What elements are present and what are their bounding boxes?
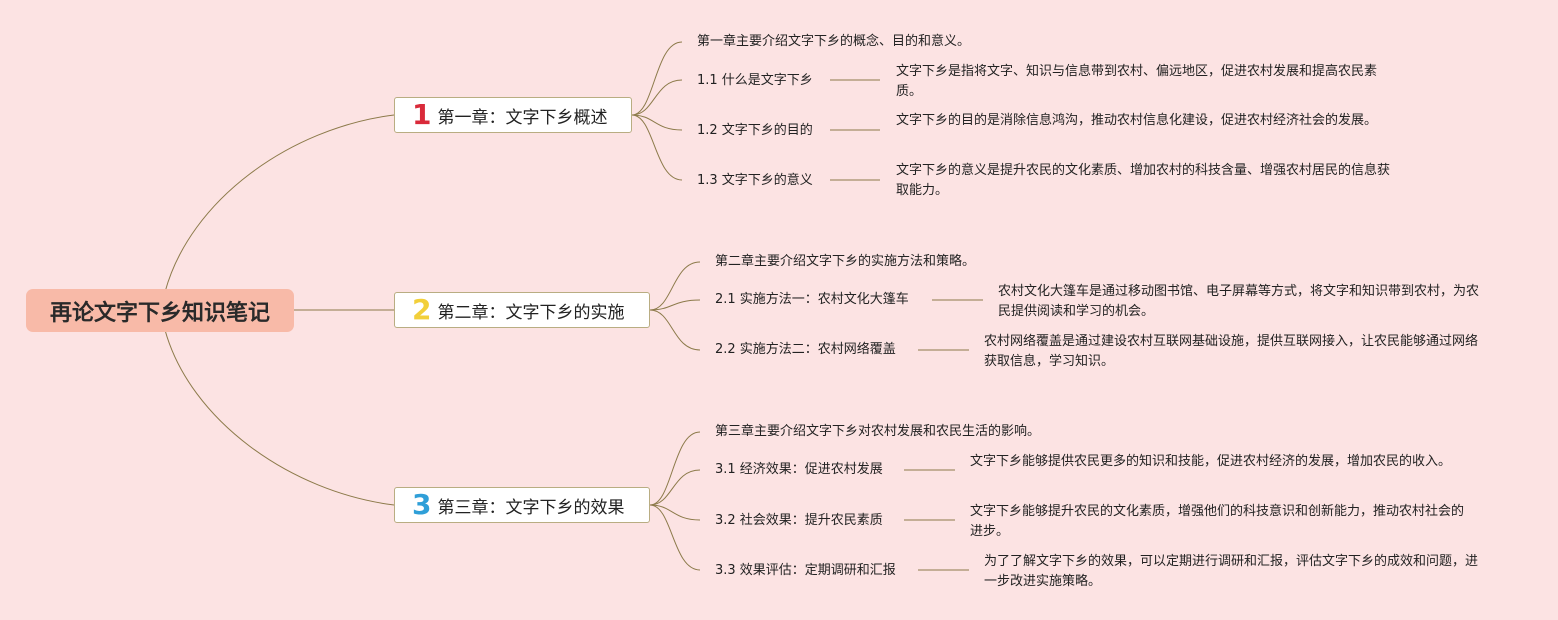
connector-ch3-child1 [649, 431, 701, 506]
connector-ch2-child1 [649, 261, 701, 311]
chapter-1-summary[interactable]: 第一章主要介绍文字下乡的概念、目的和意义。 [697, 34, 971, 49]
chapter-2-title: 第二章：文字下乡的实施 [437, 302, 625, 323]
item-3-3-label[interactable]: 3.3 效果评估：定期调研和汇报 [715, 563, 896, 578]
chapter-2-node[interactable]: 2 第二章：文字下乡的实施 [394, 292, 650, 328]
connector-root-ch3 [164, 329, 395, 506]
item-2-1-detail[interactable]: 农村文化大篷车是通过移动图书馆、电子屏幕等方式，将文字和知识带到农村，为农民提供… [998, 284, 1480, 319]
item-2-1-label[interactable]: 2.1 实施方法一：农村文化大篷车 [715, 292, 909, 307]
chapter-1-number-icon: 1 [412, 98, 432, 131]
item-2-2-label[interactable]: 2.2 实施方法二：农村网络覆盖 [715, 342, 896, 357]
connector-ch1-child2 [631, 79, 683, 116]
connector-ch1-child1 [631, 41, 683, 116]
connector-ch2-child3 [649, 309, 701, 351]
connector-root-ch1 [164, 114, 395, 293]
item-3-1-detail[interactable]: 文字下乡能够提供农民更多的知识和技能，促进农村经济的发展，增加农民的收入。 [970, 454, 1452, 469]
chapter-1-title: 第一章：文字下乡概述 [437, 107, 608, 128]
chapter-2-summary[interactable]: 第二章主要介绍文字下乡的实施方法和策略。 [715, 254, 976, 269]
item-1-3-detail[interactable]: 文字下乡的意义是提升农民的文化素质、增加农村的科技含量、增强农村居民的信息获取能… [896, 163, 1391, 198]
item-1-1-detail[interactable]: 文字下乡是指将文字、知识与信息带到农村、偏远地区，促进农村发展和提高农民素质。 [896, 64, 1378, 99]
item-3-3-detail[interactable]: 为了了解文字下乡的效果，可以定期进行调研和汇报，评估文字下乡的成效和问题，进一步… [984, 554, 1479, 589]
item-3-1-label[interactable]: 3.1 经济效果：促进农村发展 [715, 462, 883, 477]
connector-ch2-child2 [649, 299, 701, 311]
chapter-3-number-icon: 3 [412, 488, 432, 521]
root-title: 再论文字下乡知识笔记 [49, 300, 270, 326]
item-1-3-label[interactable]: 1.3 文字下乡的意义 [697, 173, 813, 188]
connector-ch3-child2 [649, 469, 701, 506]
chapter-1-node[interactable]: 1 第一章：文字下乡概述 [394, 97, 632, 133]
item-3-2-detail[interactable]: 文字下乡能够提升农民的文化素质，增强他们的科技意识和创新能力，推动农村社会的进步… [970, 504, 1465, 539]
item-1-1-label[interactable]: 1.1 什么是文字下乡 [697, 73, 813, 88]
chapter-3-node[interactable]: 3 第三章：文字下乡的效果 [394, 487, 650, 523]
connector-ch1-child4 [631, 114, 683, 181]
chapter-2-number-icon: 2 [412, 293, 432, 326]
connector-ch3-child3 [649, 504, 701, 521]
chapter-3-title: 第三章：文字下乡的效果 [437, 497, 625, 518]
connector-ch3-child4 [649, 504, 701, 571]
item-1-2-label[interactable]: 1.2 文字下乡的目的 [697, 123, 813, 138]
item-3-2-label[interactable]: 3.2 社会效果：提升农民素质 [715, 513, 883, 528]
item-1-2-detail[interactable]: 文字下乡的目的是消除信息鸿沟，推动农村信息化建设，促进农村经济社会的发展。 [896, 113, 1378, 128]
chapter-3-summary[interactable]: 第三章主要介绍文字下乡对农村发展和农民生活的影响。 [715, 424, 1041, 439]
root-topic[interactable]: 再论文字下乡知识笔记 [26, 289, 294, 332]
item-2-2-detail[interactable]: 农村网络覆盖是通过建设农村互联网基础设施，提供互联网接入，让农民能够通过网络获取… [984, 334, 1479, 369]
connector-ch1-child3 [631, 114, 683, 131]
